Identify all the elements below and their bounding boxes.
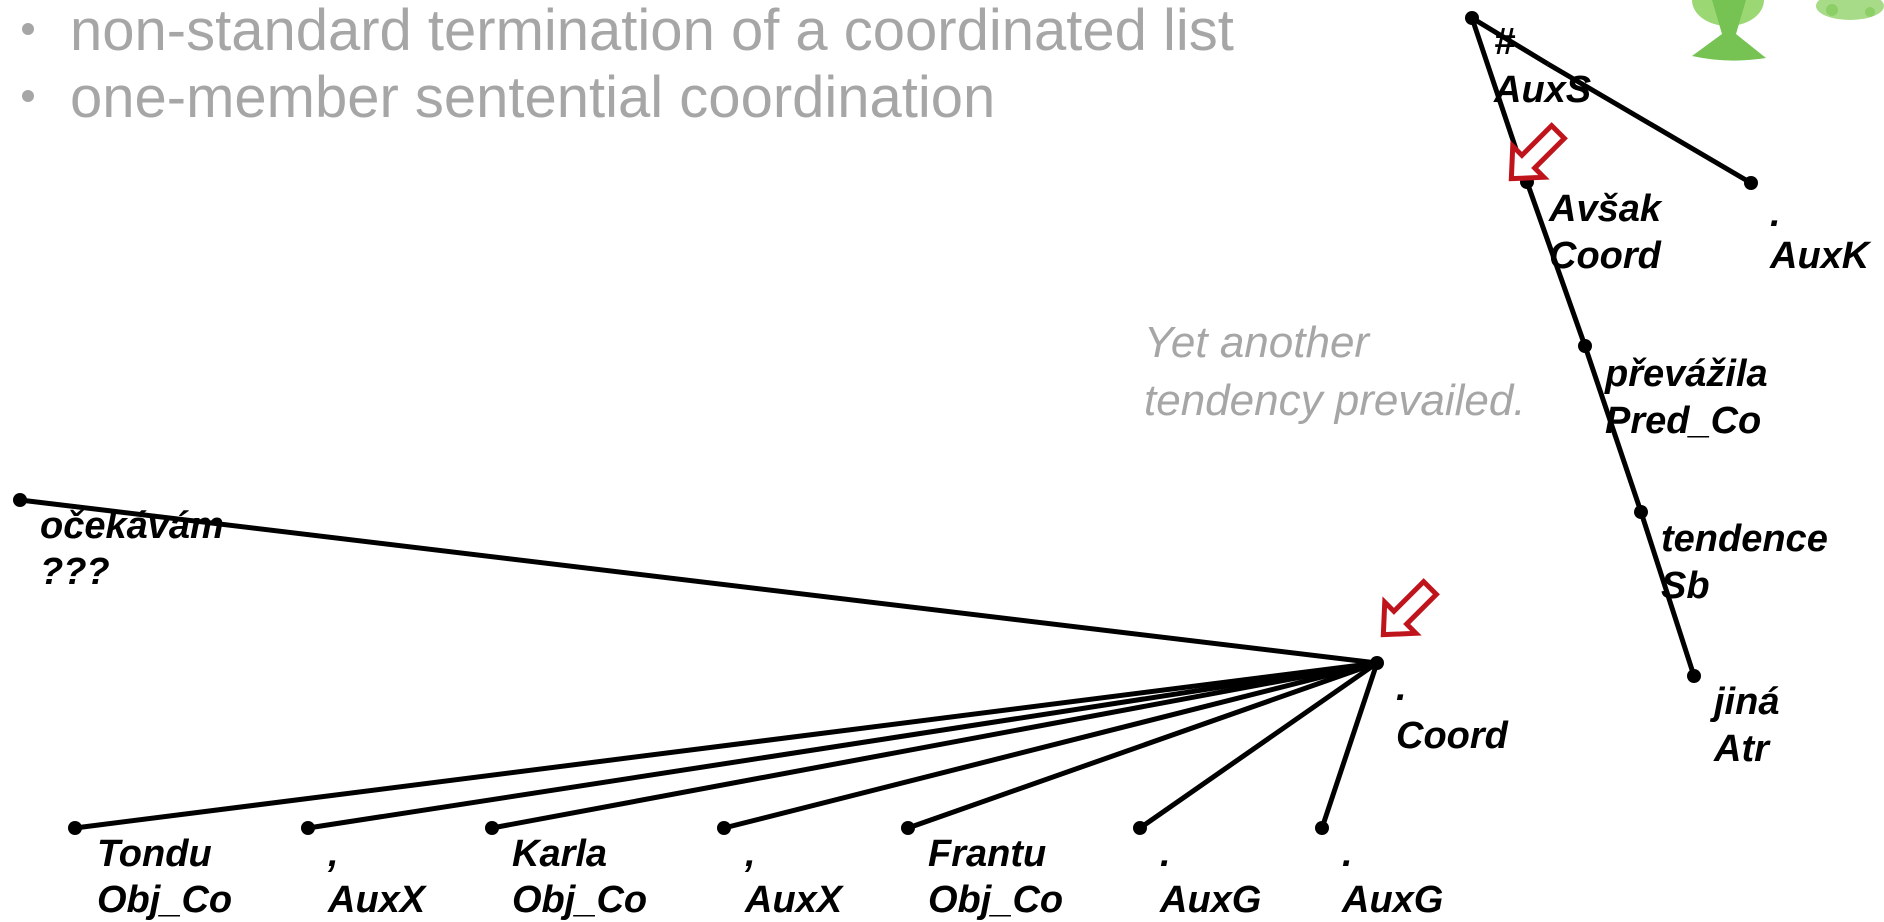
caption-line: tendency prevailed.	[1144, 376, 1526, 425]
node-form: Tondu	[97, 833, 212, 875]
tree-node	[13, 493, 27, 507]
caption-line: Yet another	[1144, 318, 1370, 367]
node-form: .	[1160, 833, 1171, 875]
tree-node	[1315, 821, 1329, 835]
tree-edge	[1138, 660, 1379, 831]
node-form: tendence	[1661, 518, 1828, 560]
bullet-dot-icon	[22, 89, 34, 102]
node-afun: Pred_Co	[1605, 400, 1761, 442]
node-form: .	[1396, 667, 1407, 709]
bullet-item: one-member sentential coordination	[22, 69, 995, 127]
tree-node	[901, 821, 915, 835]
node-afun: AuxS	[1493, 69, 1591, 111]
tree-edge	[907, 660, 1378, 831]
tree-edge	[19, 497, 1378, 666]
tree-node	[1634, 505, 1648, 519]
highlight-arrow-icon	[1380, 578, 1440, 638]
tree-edge	[1524, 181, 1588, 347]
tree-edge	[1546, 61, 1753, 186]
bullet-text: one-member sentential coordination	[70, 65, 996, 130]
node-form: Avšak	[1548, 188, 1663, 230]
node-afun: AuxX	[744, 879, 845, 921]
node-form: jiná	[1709, 681, 1779, 723]
tree-edge	[307, 660, 1378, 831]
tree-edge	[1470, 15, 1550, 67]
tree-edge	[1582, 345, 1644, 513]
node-afun: Obj_Co	[97, 879, 232, 921]
node-afun: AuxX	[327, 879, 428, 921]
tree-node	[1133, 821, 1147, 835]
tree-node	[1370, 656, 1384, 670]
node-form: #	[1494, 21, 1516, 63]
bullet-item: non-standard termination of a coordinate…	[22, 2, 1234, 60]
tree-right: # AuxS Avšak Coord . AuxK převážila Pred…	[1465, 11, 1872, 770]
node-form: ,	[744, 833, 756, 875]
tree-node	[1578, 339, 1592, 353]
node-form: převážila	[1604, 353, 1768, 395]
node-afun: Atr	[1713, 728, 1771, 770]
tree-logo-icon	[1692, 0, 1884, 61]
tree-node	[1465, 11, 1479, 25]
tree-edge	[1319, 662, 1380, 829]
tree-edge	[491, 660, 1378, 831]
bullet-text: non-standard termination of a coordinate…	[70, 0, 1234, 63]
node-afun: AuxG	[1341, 879, 1443, 921]
tree-node	[68, 821, 82, 835]
caption: Yet another tendency prevailed.	[1144, 314, 1526, 430]
tree-node	[1744, 176, 1758, 190]
tree-edge	[1638, 511, 1697, 677]
node-afun: Coord	[1396, 715, 1509, 757]
node-afun: ???	[40, 551, 110, 593]
tree-node	[1687, 669, 1701, 683]
tree-edge	[723, 660, 1378, 831]
node-form: očekávám	[40, 505, 224, 547]
node-form: Frantu	[928, 833, 1046, 875]
node-form: Karla	[512, 833, 607, 875]
highlight-arrow-icon	[1508, 122, 1568, 182]
tree-node	[301, 821, 315, 835]
node-afun: Sb	[1661, 565, 1710, 607]
node-form: .	[1342, 833, 1353, 875]
bullet-dot-icon	[22, 22, 34, 35]
tree-node	[485, 821, 499, 835]
node-afun: AuxG	[1159, 879, 1261, 921]
node-afun: Obj_Co	[928, 879, 1063, 921]
node-form: ,	[327, 833, 339, 875]
tree-edge	[74, 660, 1378, 831]
tree-node	[717, 821, 731, 835]
node-form: .	[1770, 193, 1781, 235]
tree-left: očekávám ??? . Coord Tondu Obj_Co , AuxX…	[13, 493, 1509, 921]
node-afun: AuxK	[1769, 235, 1872, 277]
node-afun: Obj_Co	[512, 879, 647, 921]
node-afun: Coord	[1549, 235, 1662, 277]
